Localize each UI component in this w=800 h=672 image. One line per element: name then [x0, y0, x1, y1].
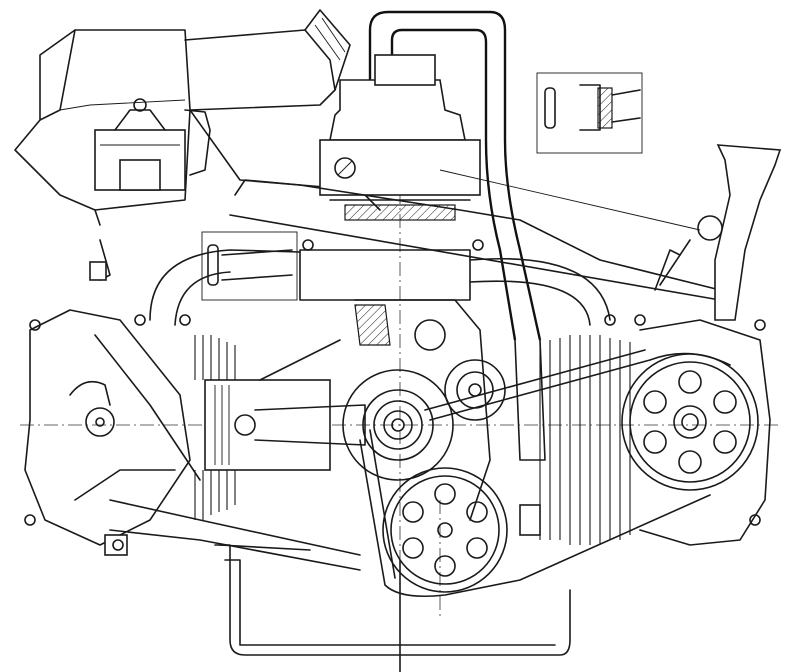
crankcase [259, 299, 491, 521]
timing-belt [359, 349, 731, 598]
intake-manifold [149, 249, 611, 326]
detail-inset-mid [201, 231, 298, 301]
left-cylinder-head [24, 309, 201, 546]
carburettor [89, 98, 211, 281]
cam-sprocket [621, 353, 759, 491]
distributor-body [319, 54, 481, 221]
lower-arm [104, 499, 361, 571]
crank-pulley [342, 369, 454, 481]
lower-sprocket [382, 467, 508, 593]
throttle-rod [229, 169, 721, 301]
idler-pulley [414, 319, 506, 421]
right-cylinder-head [604, 314, 771, 546]
left-piston [204, 379, 366, 471]
detail-inset-top [536, 72, 643, 154]
left-cooling-fins [194, 335, 236, 520]
dipstick-tube [654, 144, 782, 321]
breather-pipe [368, 10, 546, 461]
